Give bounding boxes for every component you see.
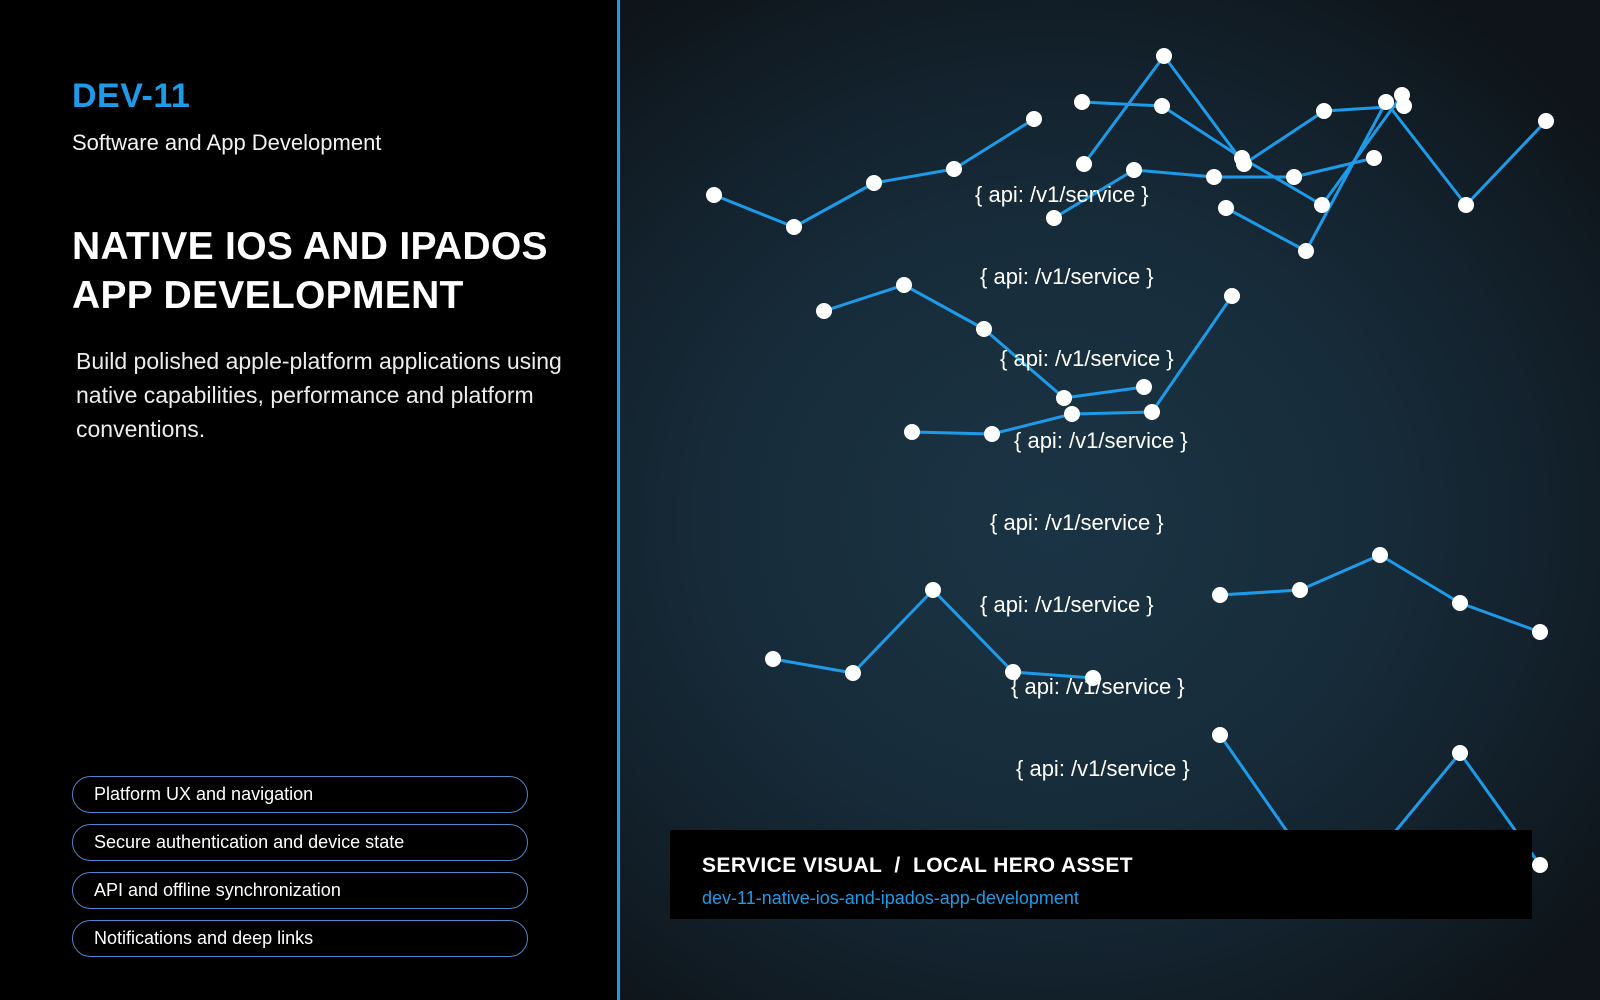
network-node [845,665,861,681]
network-nodes [706,48,1554,873]
panel-divider [617,0,620,1000]
network-node [925,582,941,598]
api-label: { api: /v1/service } [990,510,1164,535]
network-lines [713,54,1548,866]
network-node [816,303,832,319]
api-label: { api: /v1/service } [975,182,1149,207]
network-node [1212,587,1228,603]
feature-pill-platform-ux: Platform UX and navigation [72,776,528,813]
api-label: { api: /v1/service } [980,264,1154,289]
network-node [1286,169,1302,185]
network-node [984,426,1000,442]
network-node [866,175,882,191]
left-panel: DEV-11 Software and App Development NATI… [0,0,619,1000]
network-node [1005,664,1021,680]
network-node [1292,582,1308,598]
feature-pill-api-sync: API and offline synchronization [72,872,528,909]
network-node [1206,169,1222,185]
network-line [1219,553,1541,634]
network-node [1064,406,1080,422]
network-node [1372,547,1388,563]
network-node [1314,197,1330,213]
network-line [1082,54,1405,166]
network-node [1394,87,1410,103]
feature-pill-secure-auth: Secure authentication and device state [72,824,528,861]
network-node [1126,162,1142,178]
network-node [1046,210,1062,226]
network-node [765,651,781,667]
network-node [896,277,912,293]
api-label: { api: /v1/service } [1016,756,1190,781]
network-line [823,283,1145,400]
network-node [1532,624,1548,640]
network-node [1154,98,1170,114]
network-node [1298,243,1314,259]
network-node [1452,595,1468,611]
network-node [1224,288,1240,304]
service-network-graphic: { api: /v1/service } { api: /v1/service … [706,48,1554,873]
network-node [1218,200,1234,216]
network-node [1085,670,1101,686]
hero-title: NATIVE IOS AND IPADOS APP DEVELOPMENT [72,225,548,317]
api-label: { api: /v1/service } [1014,428,1188,453]
network-line [713,117,1035,229]
network-node [1144,404,1160,420]
network-node [1532,857,1548,873]
brand-subtitle: Software and App Development [72,130,382,155]
network-node [1234,150,1250,166]
brand-code: DEV-11 [72,77,191,115]
network-node [1316,103,1332,119]
caption-slug: dev-11-native-ios-and-ipados-app-develop… [702,888,1079,908]
caption-box: SERVICE VISUAL / LOCAL HERO ASSET dev-11… [670,830,1532,919]
network-node [1136,379,1152,395]
caption-title: SERVICE VISUAL / LOCAL HERO ASSET [702,854,1133,877]
network-node [1378,94,1394,110]
feature-pill-notifications: Notifications and deep links [72,920,528,957]
network-node [904,424,920,440]
hero-description: Build polished apple-platform applicatio… [76,348,562,442]
network-node [1026,111,1042,127]
network-node [1452,745,1468,761]
network-node [976,321,992,337]
network-node [786,219,802,235]
network-node [1538,113,1554,129]
network-node [1074,94,1090,110]
network-node [946,161,962,177]
network-node [1076,156,1092,172]
network-node [1056,390,1072,406]
api-label: { api: /v1/service } [980,592,1154,617]
api-labels: { api: /v1/service } { api: /v1/service … [975,182,1190,781]
network-node [1458,197,1474,213]
api-label: { api: /v1/service } [1000,346,1174,371]
network-node [706,187,722,203]
network-node [1366,150,1382,166]
network-node [1156,48,1172,64]
network-node [1212,727,1228,743]
